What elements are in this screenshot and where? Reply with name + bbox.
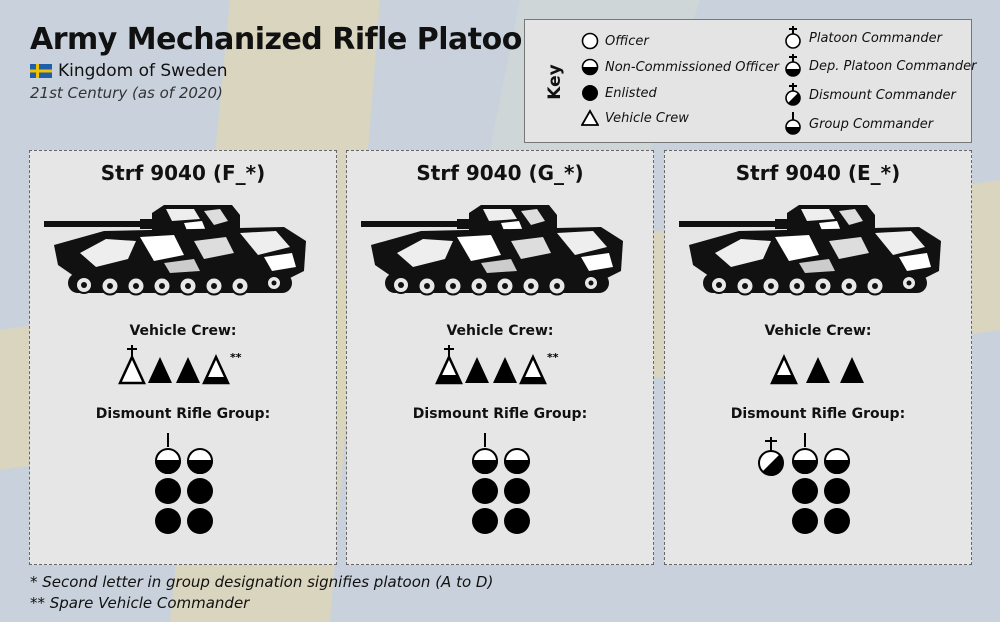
footnote-spare-commander: ** Spare Vehicle Commander [30, 594, 250, 612]
ifv-vehicle-icon [679, 204, 942, 296]
vehicle-crew-label: Vehicle Crew: [129, 323, 237, 339]
platoon-commander-icon [785, 26, 801, 49]
dismount-group-symbols [471, 433, 531, 534]
vehicle-crew-icon [176, 357, 200, 383]
key-item-officer: Officer [581, 32, 649, 50]
nco-icon [581, 58, 599, 76]
spare-vehicle-commander-icon [204, 377, 228, 383]
dismount-group-symbols [758, 433, 851, 534]
vehicle-title: Strf 9040 (E_*) [735, 161, 901, 185]
dismount-group-symbols [154, 433, 214, 534]
vehicle-crew-symbols: ** [118, 345, 242, 385]
vehicle-crew-row: ** [347, 345, 653, 385]
page-title: Army Mechanized Rifle Platoon [30, 22, 543, 57]
dismount-group-label: Dismount Rifle Group: [412, 406, 588, 422]
footnotes: * Second letter in group designation sig… [30, 572, 493, 614]
enlisted-icon [582, 85, 598, 101]
vehicle-crew-row [665, 345, 971, 385]
key-item-nco: Non-Commissioned Officer [581, 58, 779, 76]
vehicle-title: Strf 9040 (G_*) [416, 161, 584, 185]
vehicle-crew-label: Vehicle Crew: [764, 323, 872, 339]
vehicle-crew-label: Vehicle Crew: [446, 323, 554, 339]
vehicle-crew-icon [806, 357, 830, 383]
vehicle-crew-symbols: ** [435, 345, 559, 385]
ifv-vehicle-icon [44, 204, 307, 296]
vehicle-title: Strf 9040 (F_*) [100, 161, 266, 185]
vehicle-commander-crew-icon [770, 354, 798, 385]
header: Army Mechanized Rifle Platoon Kingdom of… [30, 22, 543, 102]
vehicle-crew-icon [581, 109, 599, 126]
era-label: 21st Century (as of 2020) [30, 84, 223, 102]
group-commander-icon [785, 112, 801, 135]
platoon-commander-crew-icon [118, 345, 146, 385]
sweden-flag-icon [30, 64, 52, 78]
dep-platoon-commander-icon [785, 54, 801, 77]
spare-marker: ** [547, 351, 559, 364]
key-item-enlisted: Enlisted [581, 84, 657, 102]
ifv-vehicle-icon [361, 204, 624, 296]
dep-platoon-commander-crew-icon [435, 345, 463, 385]
key-item-platoon-commander: Platoon Commander [783, 26, 942, 50]
spare-vehicle-commander-icon [521, 377, 545, 383]
vehicle-crew-icon [840, 357, 864, 383]
spare-marker: ** [230, 351, 242, 364]
vehicle-panel-g: Strf 9040 (G_*) Vehicle Crew: ** Dismoun… [346, 150, 654, 565]
vehicle-panel-f: Strf 9040 (F_*) Vehicle Crew: ** Dismoun… [29, 150, 337, 565]
legend-key: Key Officer Non-Commissioned Officer Enl… [524, 19, 976, 143]
country-line: Kingdom of Sweden [30, 60, 543, 82]
dismount-group-label: Dismount Rifle Group: [95, 406, 271, 422]
officer-icon [581, 32, 599, 50]
country-name: Kingdom of Sweden [58, 61, 228, 81]
footnote-platoon-letter: * Second letter in group designation sig… [30, 573, 494, 591]
dismount-group-label: Dismount Rifle Group: [730, 406, 906, 422]
vehicle-crew-row: ** [30, 345, 336, 385]
vehicle-crew-symbols [770, 354, 864, 385]
key-item-dismount-commander: Dismount Commander [783, 83, 956, 107]
vehicle-panel-e: Strf 9040 (E_*) Vehicle Crew: Dismount R… [664, 150, 972, 565]
key-item-vehicle-crew: Vehicle Crew [581, 109, 689, 127]
vehicle-crew-icon [148, 357, 172, 383]
key-item-group-commander: Group Commander [783, 112, 933, 136]
dismount-commander-icon [785, 83, 801, 106]
key-item-dep-platoon-commander: Dep. Platoon Commander [783, 54, 976, 78]
key-title: Key [545, 64, 565, 100]
vehicle-crew-icon [465, 357, 489, 383]
vehicle-crew-icon [493, 357, 517, 383]
